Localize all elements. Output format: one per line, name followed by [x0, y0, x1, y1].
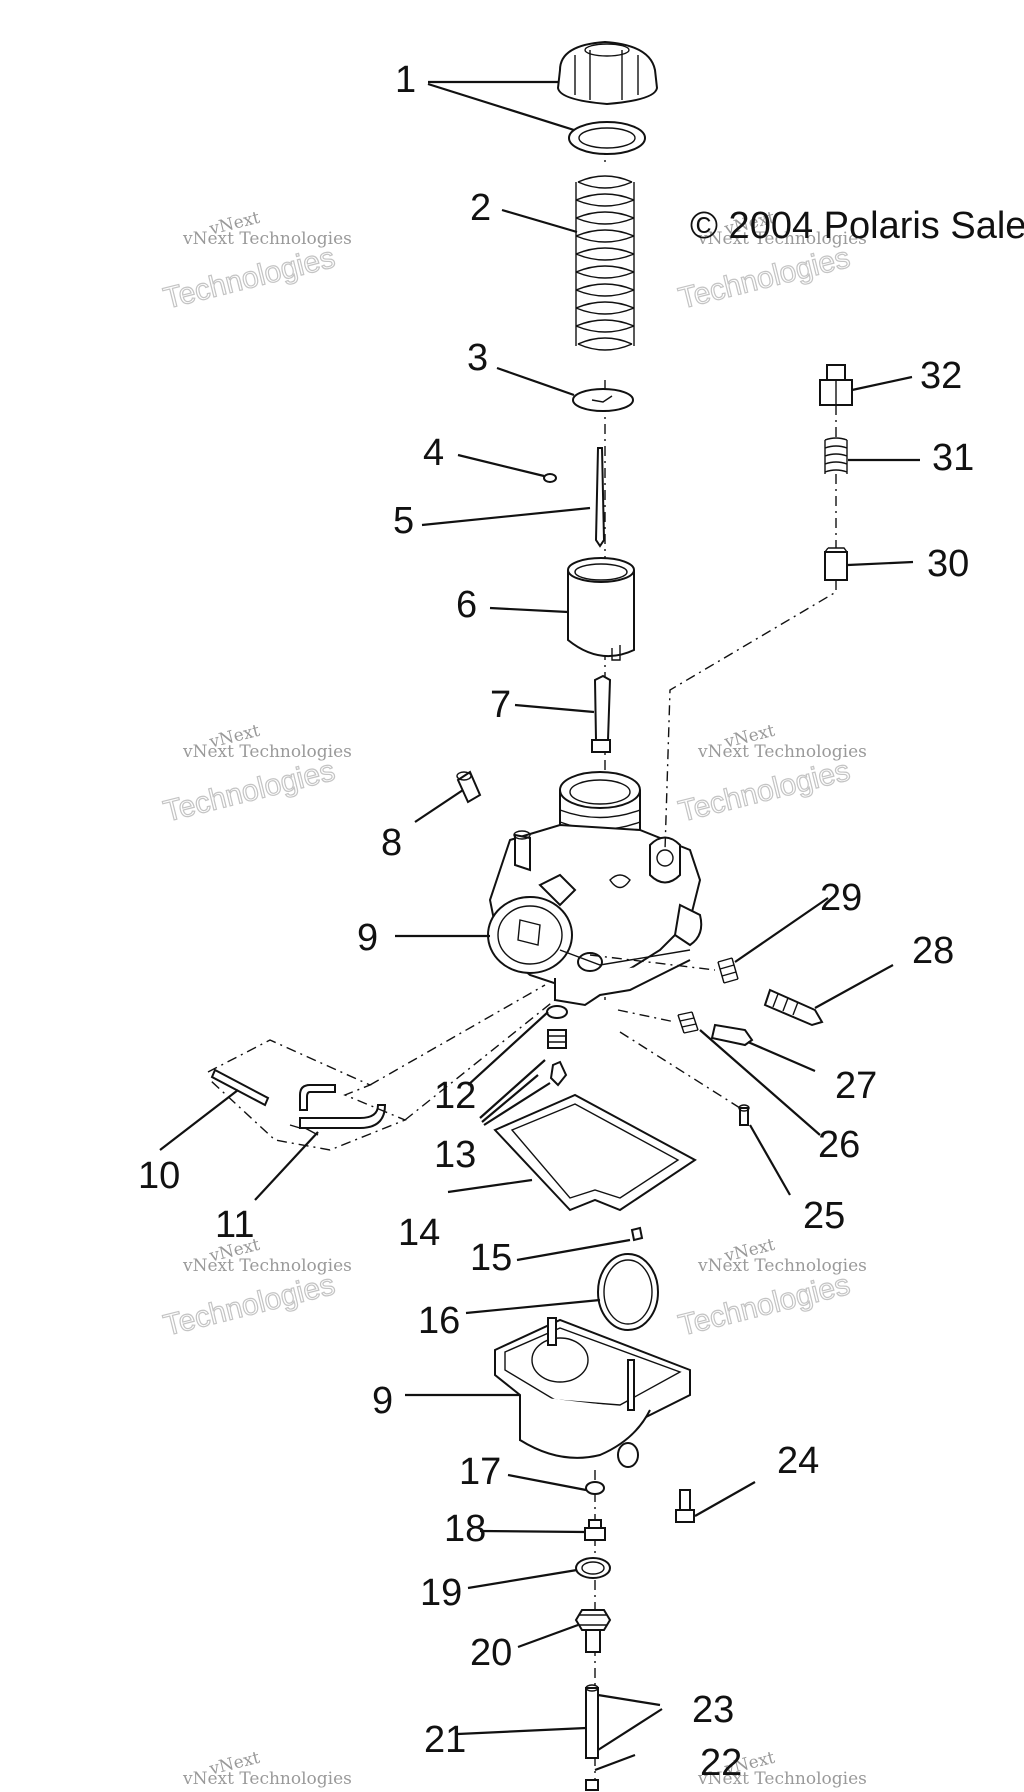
idle-screw-axis [589, 954, 716, 971]
part-32-cap-nut [819, 364, 853, 406]
svg-text:vNext Technologies: vNext Technologies [182, 1256, 352, 1276]
svg-text:Technologies: Technologies [675, 1268, 853, 1342]
callout-2: 2 [470, 187, 491, 229]
callout-12: 12 [434, 1075, 476, 1117]
watermark: vNext vNext Technologies [182, 1748, 352, 1789]
svg-text:vNext Technologies: vNext Technologies [697, 1256, 867, 1276]
callout-9-bottom: 9 [372, 1380, 393, 1422]
part-31-spring [824, 437, 848, 474]
svg-text:Technologies: Technologies [160, 1268, 338, 1342]
svg-text:vNext Technologies: vNext Technologies [182, 1769, 352, 1789]
tube-routing-line [369, 984, 556, 1121]
svg-text:vNext Technologies: vNext Technologies [182, 229, 352, 249]
callout-32: 32 [920, 355, 962, 397]
part-9-float-bowl [494, 1317, 691, 1468]
part-15-float-pin [630, 1226, 644, 1242]
callout-28: 28 [912, 930, 954, 972]
svg-text:vNext Technologies: vNext Technologies [697, 229, 867, 249]
part-6-throttle-slide [567, 557, 635, 661]
copyright-notice: © 2004 Polaris Sales [690, 205, 1024, 247]
callout-6: 6 [456, 584, 477, 626]
tube-routing-outline [207, 1039, 407, 1151]
watermark: vNext vNext Technologies Technologies [675, 721, 867, 829]
part-3-retainer-plate [572, 388, 634, 412]
part-5-jet-needle [594, 447, 606, 548]
part-2-spring [575, 175, 635, 351]
svg-text:vNext Technologies: vNext Technologies [697, 742, 867, 762]
part-14-gasket [493, 1093, 697, 1212]
part-22-clamp [585, 1779, 599, 1791]
watermark: vNext vNext Technologies Technologies [160, 721, 352, 829]
callout-30: 30 [927, 543, 969, 585]
part-11-vent-tube [289, 1084, 387, 1136]
part-1-cap [556, 40, 659, 155]
callout-10: 10 [138, 1155, 180, 1197]
svg-text:vNext Technologies: vNext Technologies [182, 742, 352, 762]
part-13-pilot-jet [547, 1029, 568, 1087]
callout-26: 26 [818, 1124, 860, 1166]
svg-text:Technologies: Technologies [675, 754, 853, 828]
watermark: vNext vNext Technologies Technologies [160, 1235, 352, 1343]
callout-1: 1 [395, 59, 416, 101]
callout-27: 27 [835, 1065, 877, 1107]
part-4-clip [543, 473, 557, 483]
watermark-group: vNext vNext Technologies Technologies vN… [160, 208, 867, 1789]
callout-16: 16 [418, 1300, 460, 1342]
callout-18: 18 [444, 1508, 486, 1550]
part-18-main-jet [584, 1519, 606, 1541]
part-10-tube [210, 1068, 270, 1107]
callout-25: 25 [803, 1195, 845, 1237]
callout-4: 4 [423, 432, 444, 474]
part-7-needle-jet [591, 674, 612, 753]
callout-21: 21 [424, 1719, 466, 1761]
part-20-drain-plug [574, 1609, 612, 1653]
part-29-spring [717, 957, 739, 984]
watermark: vNext vNext Technologies [697, 1748, 867, 1789]
callout-29: 29 [820, 877, 862, 919]
part-16-float [597, 1253, 659, 1331]
part-27-pilot-screw [710, 1023, 754, 1047]
part-28-idle-screw [763, 988, 824, 1027]
part-17-washer [585, 1481, 605, 1495]
callout-19: 19 [420, 1572, 462, 1614]
svg-text:Technologies: Technologies [675, 241, 853, 315]
part-25-screw [738, 1104, 750, 1126]
callout-22: 22 [700, 1742, 742, 1784]
callout-8: 8 [381, 822, 402, 864]
svg-text:vNext Technologies: vNext Technologies [697, 1769, 867, 1789]
pilot-screw-axis [617, 1009, 741, 1109]
svg-text:Technologies: Technologies [160, 241, 338, 315]
part-26-spring [677, 1011, 699, 1034]
callout-13: 13 [434, 1134, 476, 1176]
part-19-o-ring [575, 1557, 611, 1579]
callout-31: 31 [932, 437, 974, 479]
part-21-tube [585, 1684, 599, 1759]
callout-17: 17 [459, 1451, 501, 1493]
part-8-plug [456, 770, 482, 804]
callout-23: 23 [692, 1689, 734, 1731]
callout-24: 24 [777, 1440, 819, 1482]
callout-15: 15 [470, 1237, 512, 1279]
callout-7: 7 [490, 684, 511, 726]
part-12-washer [546, 1005, 568, 1019]
callout-11: 11 [215, 1204, 254, 1246]
choke-routing-line [664, 405, 837, 851]
callout-labels: 1 2 3 4 5 6 7 8 9 10 11 12 13 14 15 16 9… [138, 59, 974, 1784]
callout-5: 5 [393, 500, 414, 542]
leader-lines [159, 80, 920, 1772]
svg-text:Technologies: Technologies [160, 754, 338, 828]
part-24-screw [675, 1489, 695, 1523]
watermark: vNext vNext Technologies Technologies [675, 1235, 867, 1343]
callout-14: 14 [398, 1212, 440, 1254]
callout-9-top: 9 [357, 917, 378, 959]
watermark: vNext vNext Technologies Technologies [160, 208, 352, 316]
callout-3: 3 [467, 337, 488, 379]
callout-20: 20 [470, 1632, 512, 1674]
part-9-carburetor-body [487, 771, 703, 1007]
part-30-plunger [824, 547, 848, 581]
